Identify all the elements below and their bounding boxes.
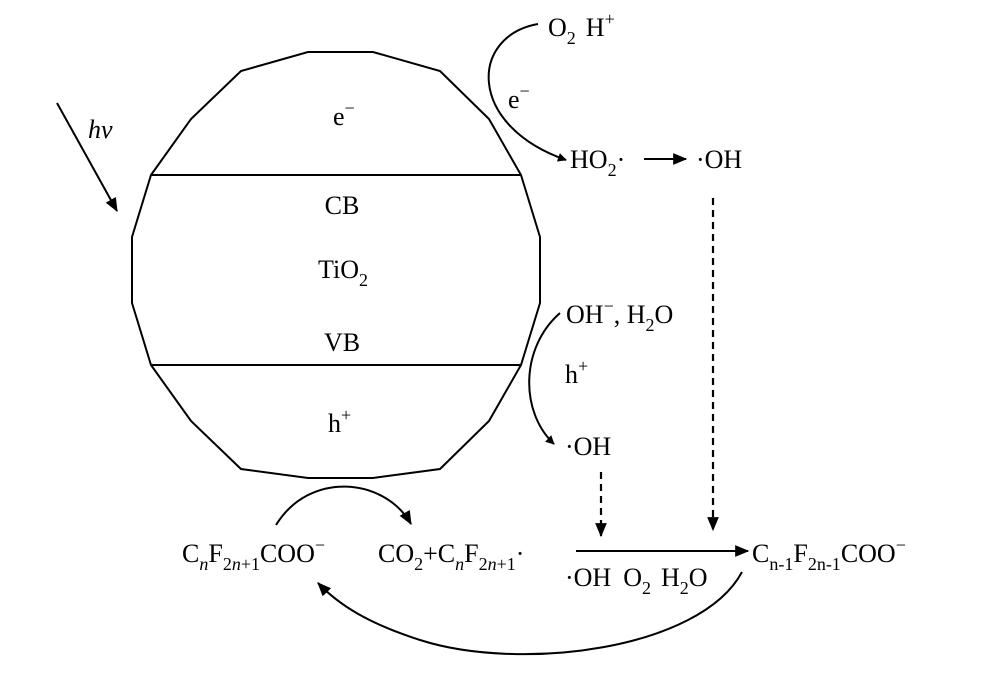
hydroxide-water-label: OH−, H2O xyxy=(566,296,673,335)
reactant-pfca-label: CnF2n+1COO− xyxy=(182,535,325,574)
valence-band-label: VB xyxy=(324,328,360,357)
light-arrow xyxy=(56,102,118,213)
light-label: hv xyxy=(88,115,113,144)
product-pfca-label: Cn-1F2n-1COO− xyxy=(752,535,906,574)
reduction-hydroxyl-label: ·OH xyxy=(696,145,742,174)
decarboxylation-arrow xyxy=(275,485,412,526)
electron-transfer-arrow xyxy=(487,23,567,162)
oxidation-hydroxyl-label: ·OH xyxy=(565,432,611,461)
hole-transfer-arrow xyxy=(528,312,561,445)
chain-shortening-cycle-arrow xyxy=(317,571,743,656)
hydroperoxyl-label: HO2· xyxy=(570,145,625,180)
particle-hole-label: h+ xyxy=(328,405,351,438)
tio2-label: TiO2 xyxy=(318,255,368,290)
oxidation-hole-label: h+ xyxy=(565,356,588,389)
intermediate-label: CO2+CnF2n+1· xyxy=(378,539,524,574)
particle-electron-label: e− xyxy=(333,98,355,131)
conduction-band-label: CB xyxy=(325,191,360,220)
tio2-particle-outline xyxy=(131,51,541,479)
reduction-electron-label: e− xyxy=(508,81,530,114)
